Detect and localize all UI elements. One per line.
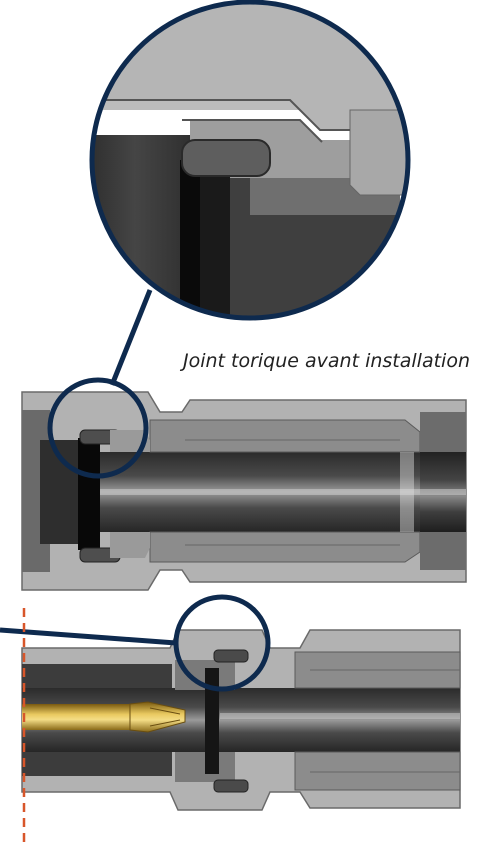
zoom-leader-line: [109, 289, 153, 386]
gold-pin: [22, 701, 186, 733]
fitting-before-installation: [21, 391, 467, 591]
o-ring-zoom: [181, 139, 271, 177]
bottom-leader-line: [0, 627, 177, 646]
o-ring-installed-bottom: [213, 779, 249, 793]
highlight-circle-top: [47, 377, 149, 479]
o-ring-installed-top: [213, 649, 249, 663]
fitting-installed: [21, 629, 461, 811]
zoom-detail-circle: [89, 0, 411, 321]
caption-o-ring-before-installation: Joint torique avant installation: [182, 350, 470, 372]
